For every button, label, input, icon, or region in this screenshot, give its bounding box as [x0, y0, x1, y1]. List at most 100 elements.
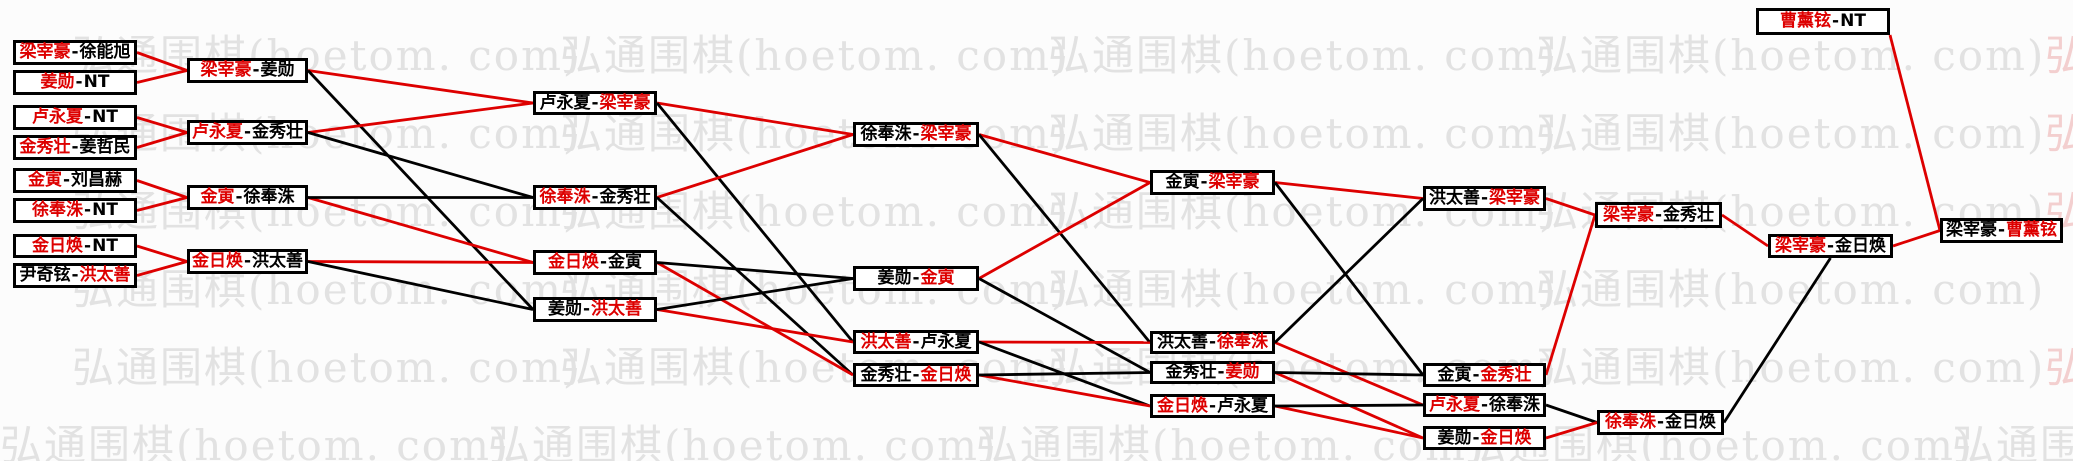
connector-B4-C4-loss [307, 260, 534, 311]
player-name-winner: 金寅 [27, 170, 62, 190]
connector-A1-B1-win [136, 51, 188, 72]
match-box-G1[interactable]: 梁宰豪-金秀壮 [1595, 202, 1722, 228]
connector-C3-D2-loss [656, 261, 854, 280]
site-watermark: 弘通围棋(hoetom. com) [72, 109, 582, 158]
player-name-loser: 金秀壮 [1165, 362, 1217, 382]
player-name-loser: 徐能旭 [79, 42, 131, 62]
connector-E1-F1-win [1274, 181, 1424, 200]
match-box-A6[interactable]: 徐奉洙-NT [13, 198, 137, 223]
player-name-loser: 姜勋 [547, 299, 582, 319]
player-name-loser: 卢永夏 [539, 92, 591, 113]
match-box-A1[interactable]: 梁宰豪-徐能旭 [13, 40, 137, 65]
player-name-winner: 姜勋 [1225, 362, 1260, 382]
match-box-G2[interactable]: 徐奉洙-金日焕 [1597, 410, 1724, 435]
site-watermark: 弘通围棋(hoetom. com) [1536, 31, 2046, 80]
vs-dash: - [1997, 220, 2006, 240]
player-name-winner: 金秀壮 [19, 137, 71, 157]
player-name-winner: 卢永夏 [191, 122, 243, 142]
player-name-winner: 梁宰豪 [920, 124, 972, 144]
connector-A3-B2-win [136, 116, 188, 134]
player-name-loser: 姜勋 [1437, 427, 1472, 448]
match-box-F2[interactable]: 金寅-金秀壮 [1423, 363, 1546, 387]
connector-D1-E2-loss [977, 133, 1152, 344]
connector-B1-C1-win [307, 69, 534, 105]
connector-E3-F2-loss [1274, 371, 1424, 377]
match-box-E4[interactable]: 金日焕-卢永夏 [1150, 394, 1275, 418]
match-box-D2[interactable]: 姜勋-金寅 [853, 266, 979, 291]
match-box-H1[interactable]: 梁宰豪-金日焕 [1768, 234, 1893, 258]
connector-E4-F4-win [1274, 404, 1424, 440]
match-box-B3[interactable]: 金寅-徐奉洙 [187, 185, 308, 210]
player-name-winner: 梁宰豪 [1774, 235, 1826, 256]
match-box-A8[interactable]: 尹奇铉-洪太善 [13, 263, 137, 288]
match-box-T1[interactable]: 曹薰铉-NT [1756, 8, 1890, 35]
player-name-loser: 卢永夏 [1217, 395, 1269, 416]
connector-C1-D3-loss [655, 102, 855, 343]
match-box-A7[interactable]: 金日焕-NT [13, 234, 137, 258]
player-name-winner: 梁宰豪 [19, 42, 71, 62]
player-name-loser: 徐奉洙 [860, 124, 912, 144]
match-box-B4[interactable]: 金日焕-洪太善 [187, 249, 308, 274]
match-box-F1[interactable]: 洪太善-梁宰豪 [1423, 186, 1546, 211]
match-box-C2[interactable]: 徐奉洙-金秀壮 [533, 185, 657, 210]
match-box-C1[interactable]: 卢永夏-梁宰豪 [533, 91, 657, 115]
match-box-D1[interactable]: 徐奉洙-梁宰豪 [853, 122, 979, 147]
player-name-loser: NT [1840, 11, 1866, 31]
player-name-winner: 金日焕 [1480, 427, 1532, 448]
connector-D4-E4-win [978, 373, 1151, 408]
player-name-winner: 姜勋 [40, 72, 75, 92]
player-name-winner: 梁宰豪 [1602, 204, 1654, 225]
match-box-F4[interactable]: 姜勋-金日焕 [1423, 426, 1546, 450]
match-box-A4[interactable]: 金秀壮-姜哲民 [13, 135, 137, 160]
player-name-winner: 洪太善 [79, 265, 131, 285]
connector-D2-E3-loss [978, 277, 1151, 374]
vs-dash: - [84, 107, 92, 127]
player-name-winner: 金日焕 [547, 252, 599, 272]
player-name-loser: 徐奉洙 [1489, 394, 1541, 415]
site-watermark: 弘通围棋(hoetom. com) [488, 421, 998, 461]
match-box-A5[interactable]: 金寅-刘昌赫 [13, 168, 137, 193]
vs-dash: - [912, 331, 920, 352]
match-box-C3[interactable]: 金日焕-金寅 [533, 250, 657, 275]
match-box-B2[interactable]: 卢永夏-金秀壮 [187, 120, 308, 145]
vs-dash: - [912, 364, 920, 385]
vs-dash: - [71, 265, 79, 285]
site-watermark: 弘通围棋(hoetom. com) [0, 421, 510, 461]
match-box-FN[interactable]: 梁宰豪-曹薰铉 [1940, 218, 2063, 243]
player-name-loser: NT [92, 107, 118, 127]
player-name-loser: 梁宰豪 [1945, 220, 1997, 240]
match-box-E1[interactable]: 金寅-梁宰豪 [1150, 170, 1275, 195]
match-box-F3[interactable]: 卢永夏-徐奉洙 [1423, 393, 1546, 417]
vs-dash: - [1826, 235, 1835, 256]
connector-G1-H1-win [1721, 213, 1769, 248]
player-name-winner: 金日焕 [920, 364, 972, 385]
site-watermark: 弘通围棋(hoetom. com) [72, 187, 582, 236]
match-box-B1[interactable]: 梁宰豪-姜勋 [187, 58, 308, 83]
connector-C4-D2-loss [656, 277, 854, 311]
vs-dash: - [1208, 332, 1217, 352]
match-box-D4[interactable]: 金秀壮-金日焕 [853, 363, 979, 387]
connector-D1-E1-win [978, 133, 1151, 184]
match-box-E2[interactable]: 洪太善-徐奉洙 [1150, 331, 1275, 354]
match-box-E3[interactable]: 金秀壮-姜勋 [1150, 361, 1275, 384]
connector-A8-B4-win [136, 260, 188, 277]
site-watermark: 弘通围棋(hoetom. com) [560, 31, 1070, 80]
vs-dash: - [1480, 188, 1489, 208]
connector-E1-F2-loss [1273, 181, 1425, 376]
vs-dash: - [243, 251, 252, 271]
match-box-D3[interactable]: 洪太善-卢永夏 [853, 330, 979, 354]
match-box-A2[interactable]: 姜勋-NT [13, 70, 137, 95]
player-name-loser: 尹奇铉 [19, 265, 71, 285]
player-name-winner: 金日焕 [1156, 395, 1208, 416]
site-watermark: 弘通围棋(hoetom. com) [1048, 265, 1558, 314]
player-name-loser: 金秀壮 [1663, 204, 1715, 225]
match-box-A3[interactable]: 卢永夏-NT [13, 105, 137, 130]
connector-G2-H1-loss [1722, 257, 1832, 424]
vs-dash: - [75, 72, 83, 92]
player-name-winner: 洪太善 [591, 299, 643, 319]
player-name-loser: 卢永夏 [920, 331, 972, 352]
player-name-winner: 金寅 [920, 268, 955, 288]
match-box-C4[interactable]: 姜勋-洪太善 [533, 297, 657, 322]
